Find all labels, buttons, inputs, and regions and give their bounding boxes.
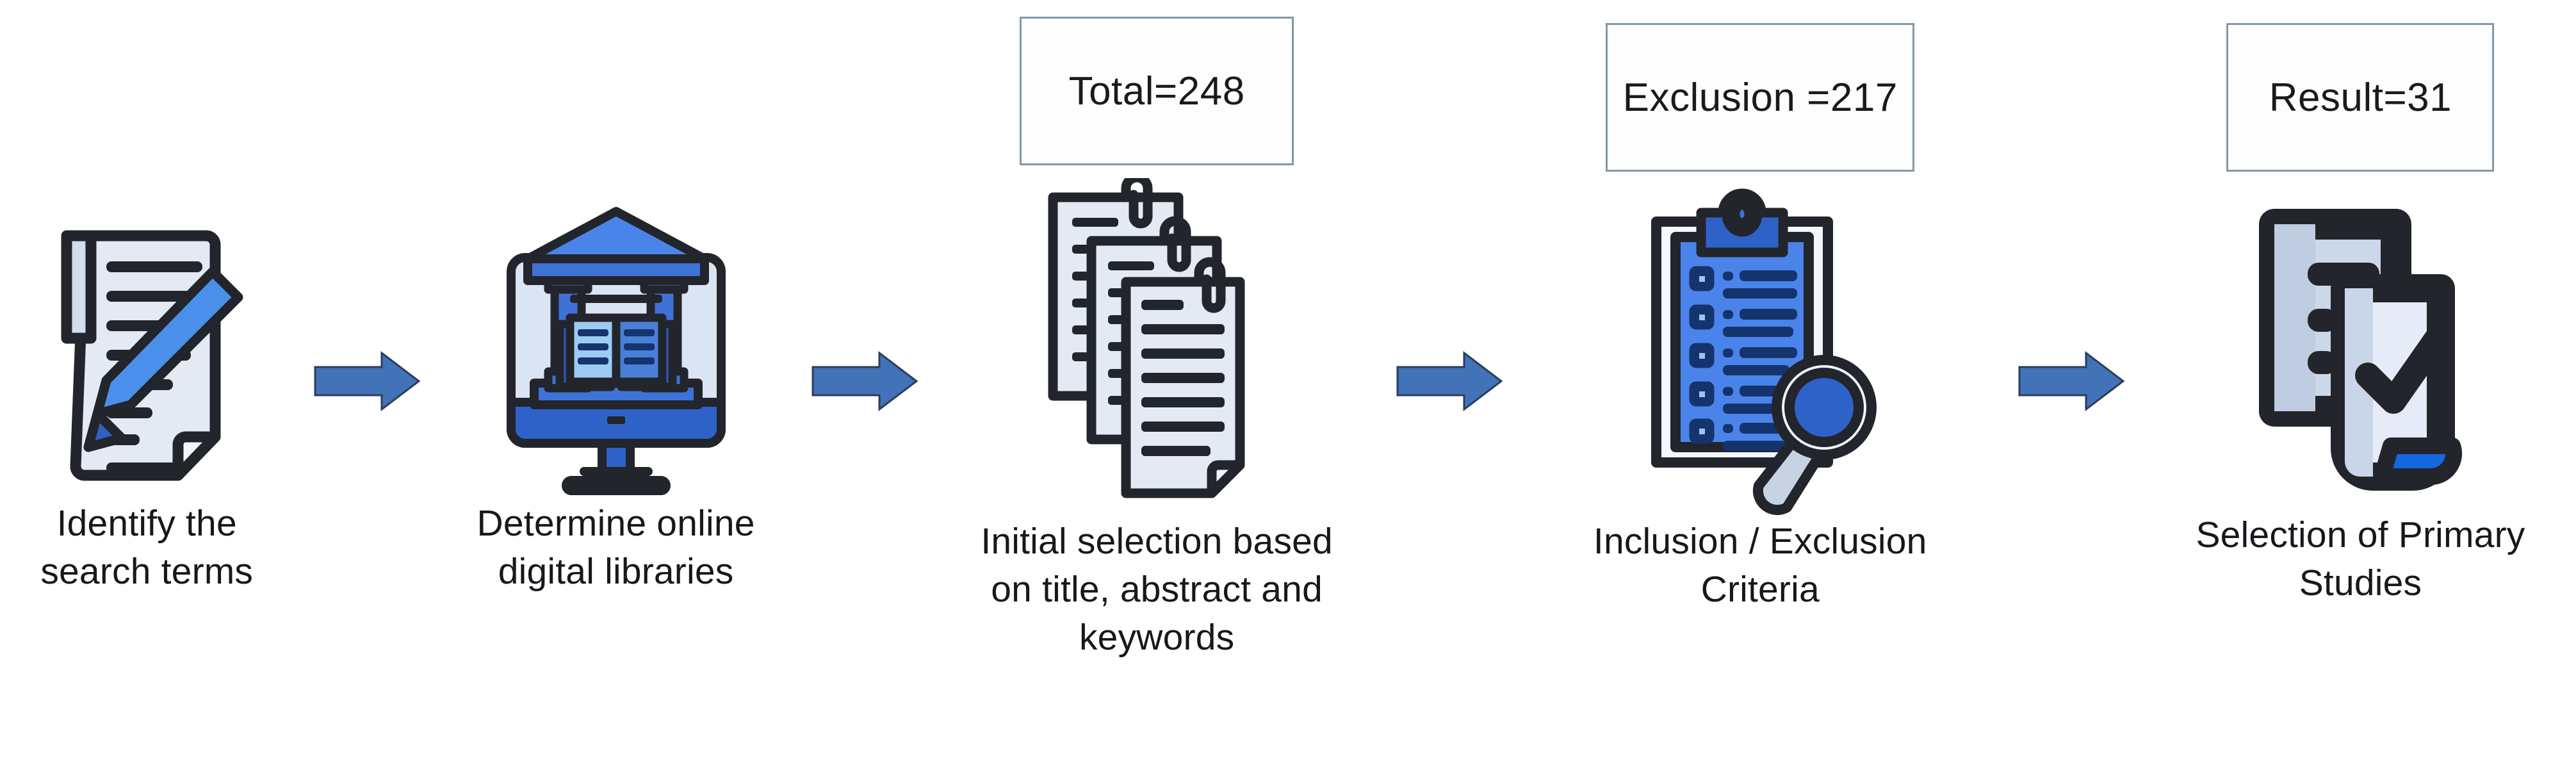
count-box-result-text: Result=31 — [2269, 75, 2452, 120]
icon-container — [1632, 178, 1888, 518]
arrow-3 — [1376, 0, 1523, 413]
count-box-exclusion: Exclusion =217 — [1606, 23, 1915, 172]
right-arrow-icon — [314, 350, 421, 412]
stage-label: Initial selection based on title, abstra… — [981, 521, 1333, 659]
stage-label: Determine online digital libraries — [477, 503, 755, 593]
icon-container — [47, 192, 246, 500]
right-arrow-icon — [811, 350, 918, 412]
stage-label: Identify the search terms — [40, 503, 254, 593]
count-box-total-text: Total=248 — [1068, 69, 1245, 113]
document-checkmark-icon — [2259, 209, 2463, 491]
stage-initial-selection: Total=248 — [938, 0, 1376, 662]
right-arrow-icon — [1396, 350, 1503, 412]
icon-container — [2232, 178, 2488, 511]
count-box-total: Total=248 — [1020, 17, 1294, 165]
arrow-2 — [791, 0, 938, 413]
digital-library-icon — [506, 207, 726, 495]
count-box-exclusion-text: Exclusion =217 — [1622, 75, 1898, 120]
clipboard-magnifier-icon — [1651, 188, 1877, 516]
count-box-result: Result=31 — [2226, 23, 2495, 172]
stage-inclusion-exclusion: Exclusion =217 — [1523, 0, 1998, 614]
stage-determine-digital-libraries: Determine online digital libraries — [441, 0, 790, 596]
stage-label: Inclusion / Exclusion Criteria — [1593, 521, 1927, 610]
stage-label: Selection of Primary Studies — [2196, 514, 2525, 604]
arrow-1 — [293, 0, 441, 413]
stage-primary-studies: Result=31 — [2145, 0, 2576, 607]
document-pencil-icon — [61, 230, 243, 481]
stacked-documents-icon — [1048, 178, 1245, 498]
stage-identify-search-terms: Identify the search terms — [0, 0, 293, 596]
icon-container — [488, 186, 744, 500]
arrow-4 — [1998, 0, 2145, 413]
icon-container — [1029, 172, 1285, 518]
right-arrow-icon — [2018, 350, 2125, 412]
